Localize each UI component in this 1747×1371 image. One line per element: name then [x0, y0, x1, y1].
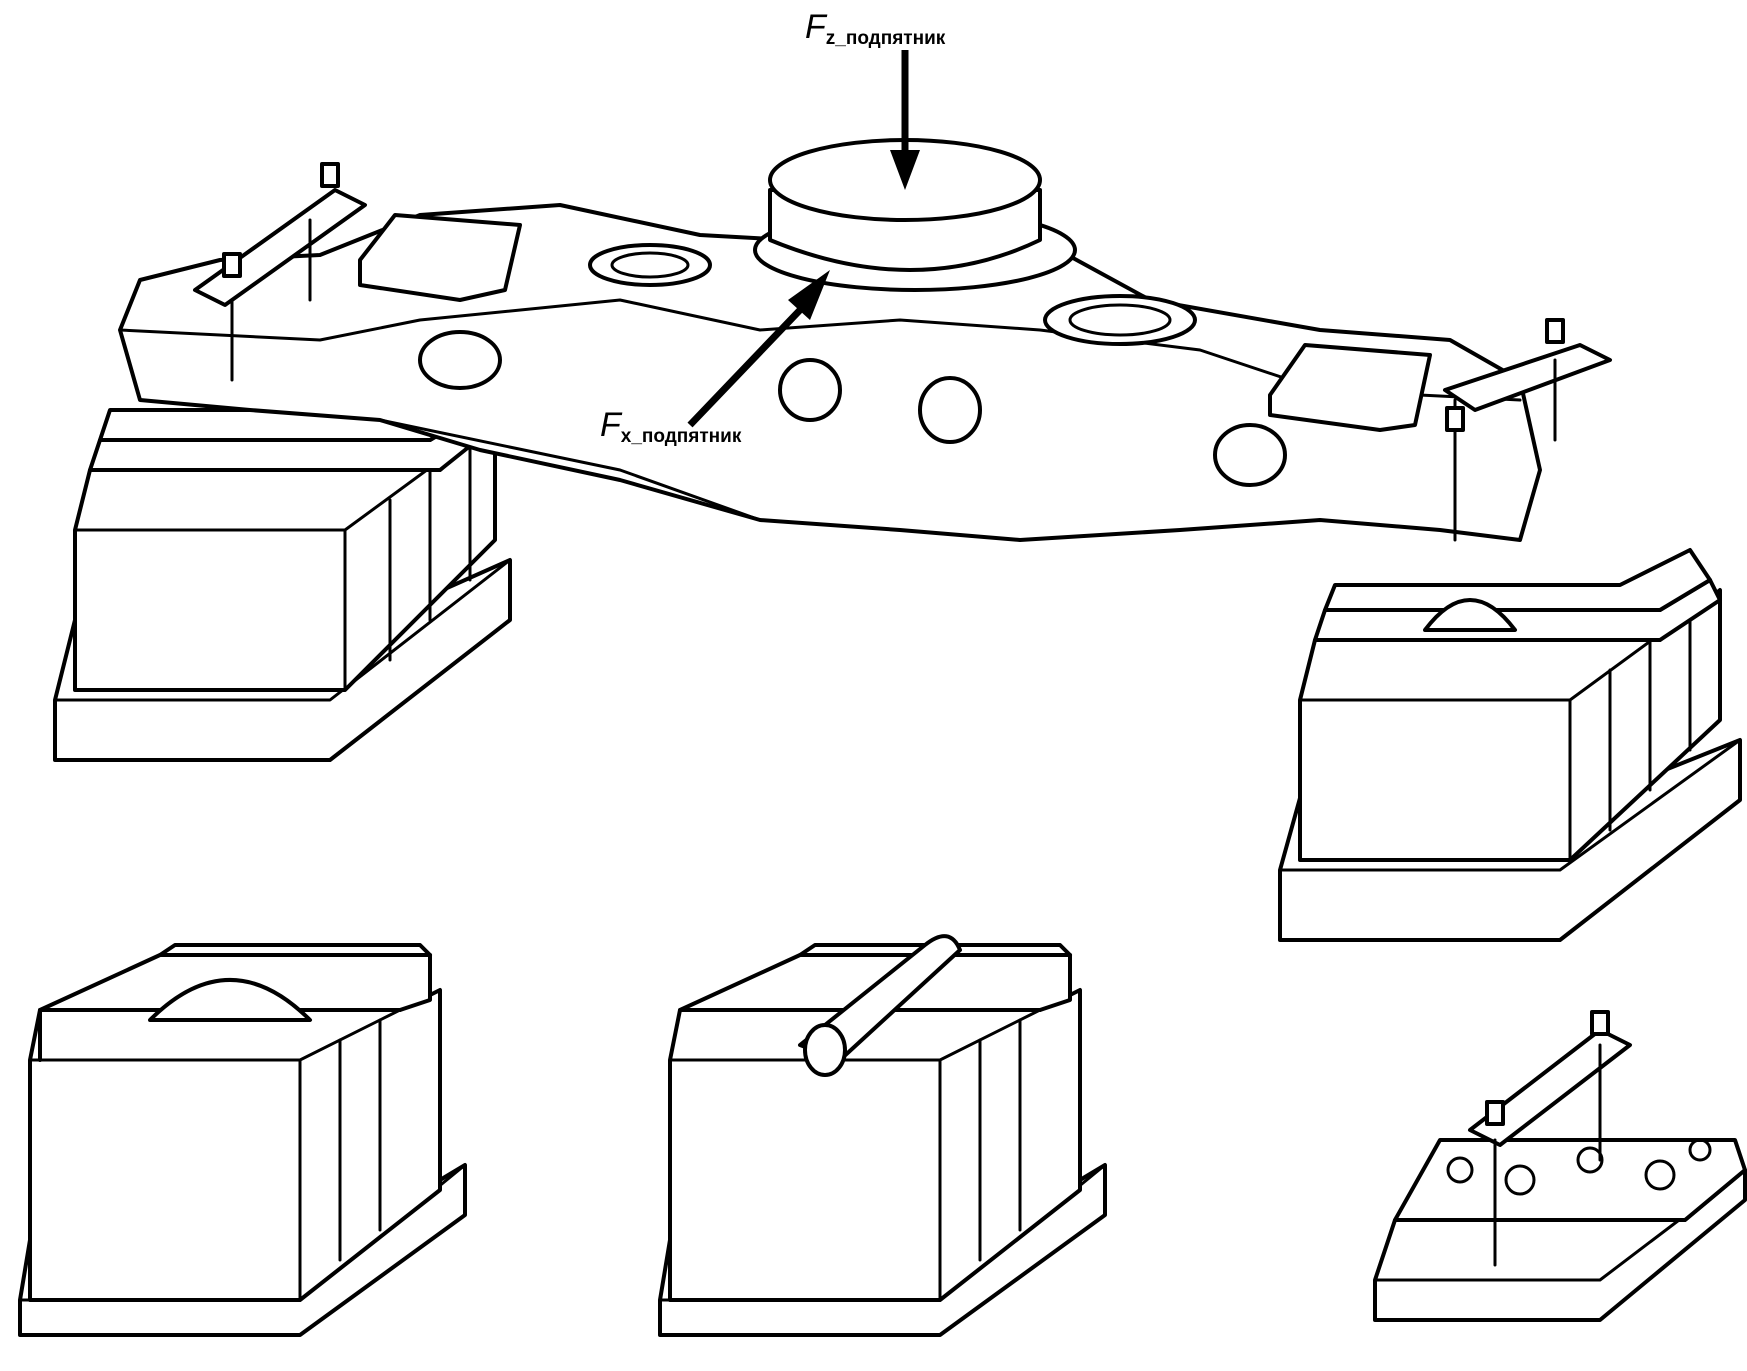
beam-hole-center-right [918, 376, 982, 444]
block-cylindrical-bearing [658, 934, 1107, 1337]
force-z-arrow [890, 50, 920, 190]
left-side-bearing-plate [358, 213, 522, 302]
beam-hole-center-left [778, 358, 842, 422]
clamp-on-base-plate [1373, 1010, 1747, 1322]
right-side-bearing-plate [1268, 343, 1432, 432]
force-x-arrow [687, 270, 830, 428]
left-clamp [193, 162, 367, 382]
left-ring [588, 243, 712, 287]
block-spherical-bearing [18, 943, 467, 1337]
beam-hole-right [1213, 423, 1287, 487]
right-ring [1043, 294, 1197, 346]
right-pedestal [1278, 548, 1742, 942]
right-clamp [1443, 318, 1612, 542]
beam-hole-left [418, 330, 502, 390]
force-x-label: Fx_подпятник [600, 406, 742, 447]
force-z-label: Fz_подпятник [805, 8, 946, 49]
